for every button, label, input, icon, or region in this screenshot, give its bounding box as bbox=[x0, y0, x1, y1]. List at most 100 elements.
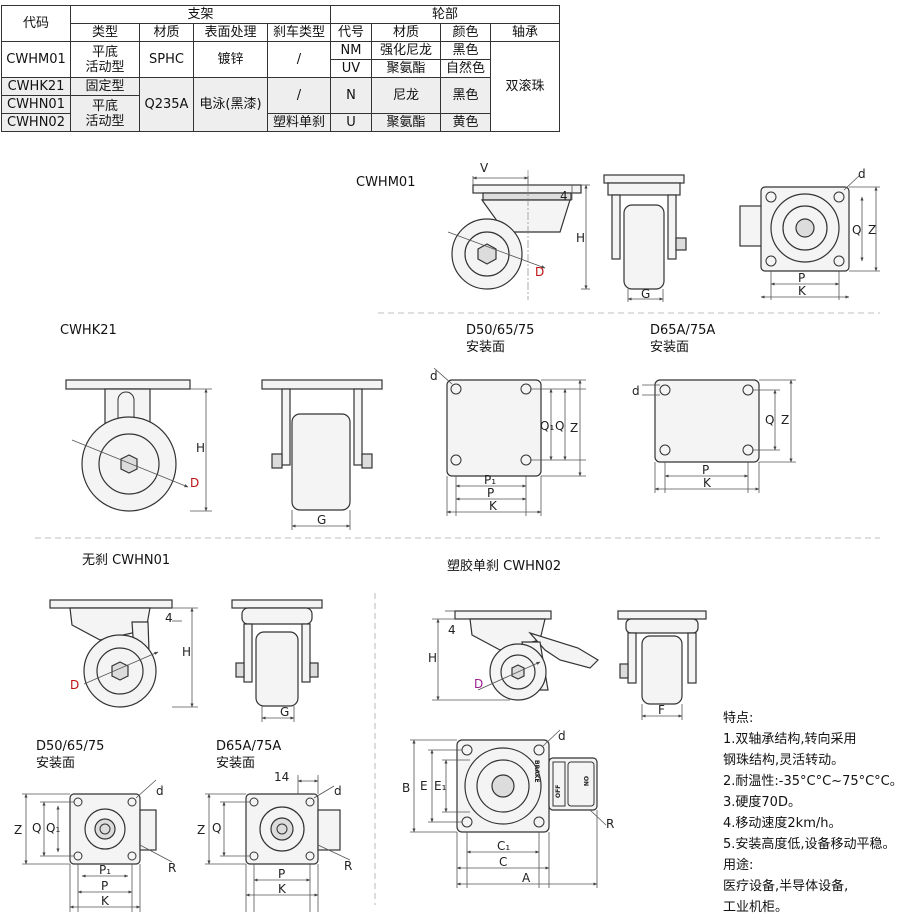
cwhk21-front-view: G bbox=[261, 379, 383, 530]
dim-c: C bbox=[499, 855, 507, 869]
dim-r-2: R bbox=[344, 859, 352, 873]
cell-color-natural: 自然色 bbox=[440, 59, 491, 78]
dim-p1-1: P₁ bbox=[484, 473, 496, 487]
dim-b: B bbox=[402, 781, 410, 795]
cell-surface-ed: 电泳(黑漆) bbox=[193, 77, 268, 132]
dim-4-3: 4 bbox=[448, 623, 456, 637]
dim-q-3: Q bbox=[765, 413, 774, 427]
cell-type-swivel-2: 平底 活动型 bbox=[70, 95, 140, 132]
dim-q-2: Q bbox=[555, 419, 564, 433]
label-mount2-sub: 安装面 bbox=[650, 340, 690, 355]
dim-q-4: Q bbox=[32, 821, 41, 835]
dim-d-3: D bbox=[70, 678, 79, 692]
dim-h-3: H bbox=[182, 645, 191, 659]
cwhm01-top-view: Z Q d P K bbox=[739, 167, 880, 300]
dim-h-4: H bbox=[428, 651, 437, 665]
cell-material-sphc: SPHC bbox=[139, 41, 194, 78]
dim-a: A bbox=[522, 871, 531, 885]
cwhm01-front-view: G bbox=[603, 174, 687, 302]
dim-4-2: 4 bbox=[165, 611, 173, 625]
label-mount1-sub: 安装面 bbox=[466, 340, 506, 355]
dim-v: V bbox=[480, 161, 489, 175]
cell-brake-none: / bbox=[267, 41, 331, 78]
dim-4-1: 4 bbox=[560, 189, 568, 203]
row-code-cwhm01: CWHM01 bbox=[1, 41, 71, 78]
dim-h-1: H bbox=[576, 231, 585, 245]
dim-d-1: D bbox=[535, 265, 544, 279]
label-off: OFF bbox=[555, 785, 562, 798]
dim-k-4: K bbox=[101, 894, 110, 908]
mount3-top-view: Z Q Q₁ P₁ P K d R bbox=[14, 779, 176, 912]
dim-d-small-1: d bbox=[858, 167, 866, 181]
features-title: 特点: bbox=[723, 711, 754, 726]
th-code: 代码 bbox=[1, 5, 71, 42]
dim-d-small-2: d bbox=[430, 369, 438, 383]
features-block: 特点: 1.双轴承结构,转向采用 钢珠结构,灵活转动。 2.耐温性:-35°C°… bbox=[723, 708, 903, 918]
dim-d-small-3: d bbox=[632, 384, 640, 398]
feature-5: 5.安装高度低,设备移动平稳。 bbox=[723, 837, 896, 852]
dim-14: 14 bbox=[274, 770, 289, 784]
dim-d-small-6: d bbox=[558, 729, 566, 743]
feature-4: 4.移动速度2km/h。 bbox=[723, 816, 842, 831]
dim-p-4: P bbox=[101, 879, 108, 893]
dim-g-3: G bbox=[280, 705, 289, 719]
cwhn02-side-view: H 4 D bbox=[428, 610, 599, 701]
label-cwhm01: CWHM01 bbox=[356, 175, 416, 190]
use-title: 用途: bbox=[723, 858, 754, 873]
dim-r-1: R bbox=[168, 861, 176, 875]
cell-wm-nylon: 尼龙 bbox=[371, 77, 441, 114]
th-wheel: 轮部 bbox=[330, 5, 560, 24]
dim-f: F bbox=[658, 703, 665, 717]
label-mount4-sub: 安装面 bbox=[216, 756, 256, 771]
dim-z-1: Z bbox=[868, 223, 876, 237]
dim-p-1: P bbox=[798, 271, 805, 285]
cell-wheel-n: N bbox=[330, 77, 372, 114]
cell-material-q235a: Q235A bbox=[139, 77, 194, 132]
dim-q-5: Q bbox=[212, 821, 221, 835]
dim-g-1: G bbox=[641, 287, 650, 301]
dim-d-2: D bbox=[190, 476, 199, 490]
cell-color-black-2: 黑色 bbox=[440, 77, 491, 114]
dim-k-1: K bbox=[798, 284, 807, 298]
mount2-plate: Q Z d P K bbox=[632, 379, 796, 493]
dim-d-small-5: d bbox=[334, 784, 342, 798]
row-code-cwhn01: CWHN01 bbox=[1, 95, 71, 114]
th-surface: 表面处理 bbox=[193, 23, 268, 42]
dim-h-2: H bbox=[196, 441, 205, 455]
dim-z-4: Z bbox=[14, 823, 22, 837]
dim-c1: C₁ bbox=[497, 839, 510, 853]
label-mount3-title: D50/65/75 bbox=[36, 739, 105, 754]
dim-g-2: G bbox=[317, 513, 326, 527]
dim-e: E bbox=[420, 779, 428, 793]
dim-p-3: P bbox=[702, 463, 709, 477]
label-brake: BRAKE bbox=[533, 760, 540, 783]
use-1: 医疗设备,半导体设备, bbox=[723, 879, 849, 894]
row-code-cwhn02: CWHN02 bbox=[1, 113, 71, 132]
label-mount3-sub: 安装面 bbox=[36, 756, 76, 771]
cell-color-yellow: 黄色 bbox=[440, 113, 491, 132]
th-type: 类型 bbox=[70, 23, 140, 42]
cell-type-fixed: 固定型 bbox=[70, 77, 140, 96]
dim-k-5: K bbox=[278, 882, 287, 896]
dim-q-1: Q bbox=[852, 223, 861, 237]
cell-wheel-uv: UV bbox=[330, 59, 372, 78]
dim-p-5: P bbox=[278, 867, 285, 881]
cell-bearing: 双滚珠 bbox=[490, 41, 560, 132]
cell-wm-nylon-r: 强化尼龙 bbox=[371, 41, 441, 60]
mount1-plate: Q₁ Q Z P₁ P K d bbox=[430, 367, 586, 516]
dim-d-4: D bbox=[474, 677, 483, 691]
label-on: ON bbox=[582, 776, 589, 786]
cell-wheel-u: U bbox=[330, 113, 372, 132]
label-cwhk21: CWHK21 bbox=[60, 323, 117, 338]
label-cwhn01: 无刹 CWHN01 bbox=[82, 553, 171, 568]
dim-r-3: R bbox=[606, 817, 614, 831]
cwhn02-front-view: F bbox=[617, 610, 707, 720]
cell-type-swivel: 平底 活动型 bbox=[70, 41, 140, 78]
cwhn02-top-view: OFF BRAKE ON B E E₁ C₁ C A d R bbox=[402, 729, 614, 888]
dim-k-2: K bbox=[489, 499, 498, 513]
cell-wm-pu-2: 聚氨酯 bbox=[371, 113, 441, 132]
dim-p-2: P bbox=[487, 486, 494, 500]
cell-brake-plastic: 塑料单刹 bbox=[267, 113, 331, 132]
label-mount1-title: D50/65/75 bbox=[466, 323, 535, 338]
label-mount4-title: D65A/75A bbox=[216, 739, 282, 754]
